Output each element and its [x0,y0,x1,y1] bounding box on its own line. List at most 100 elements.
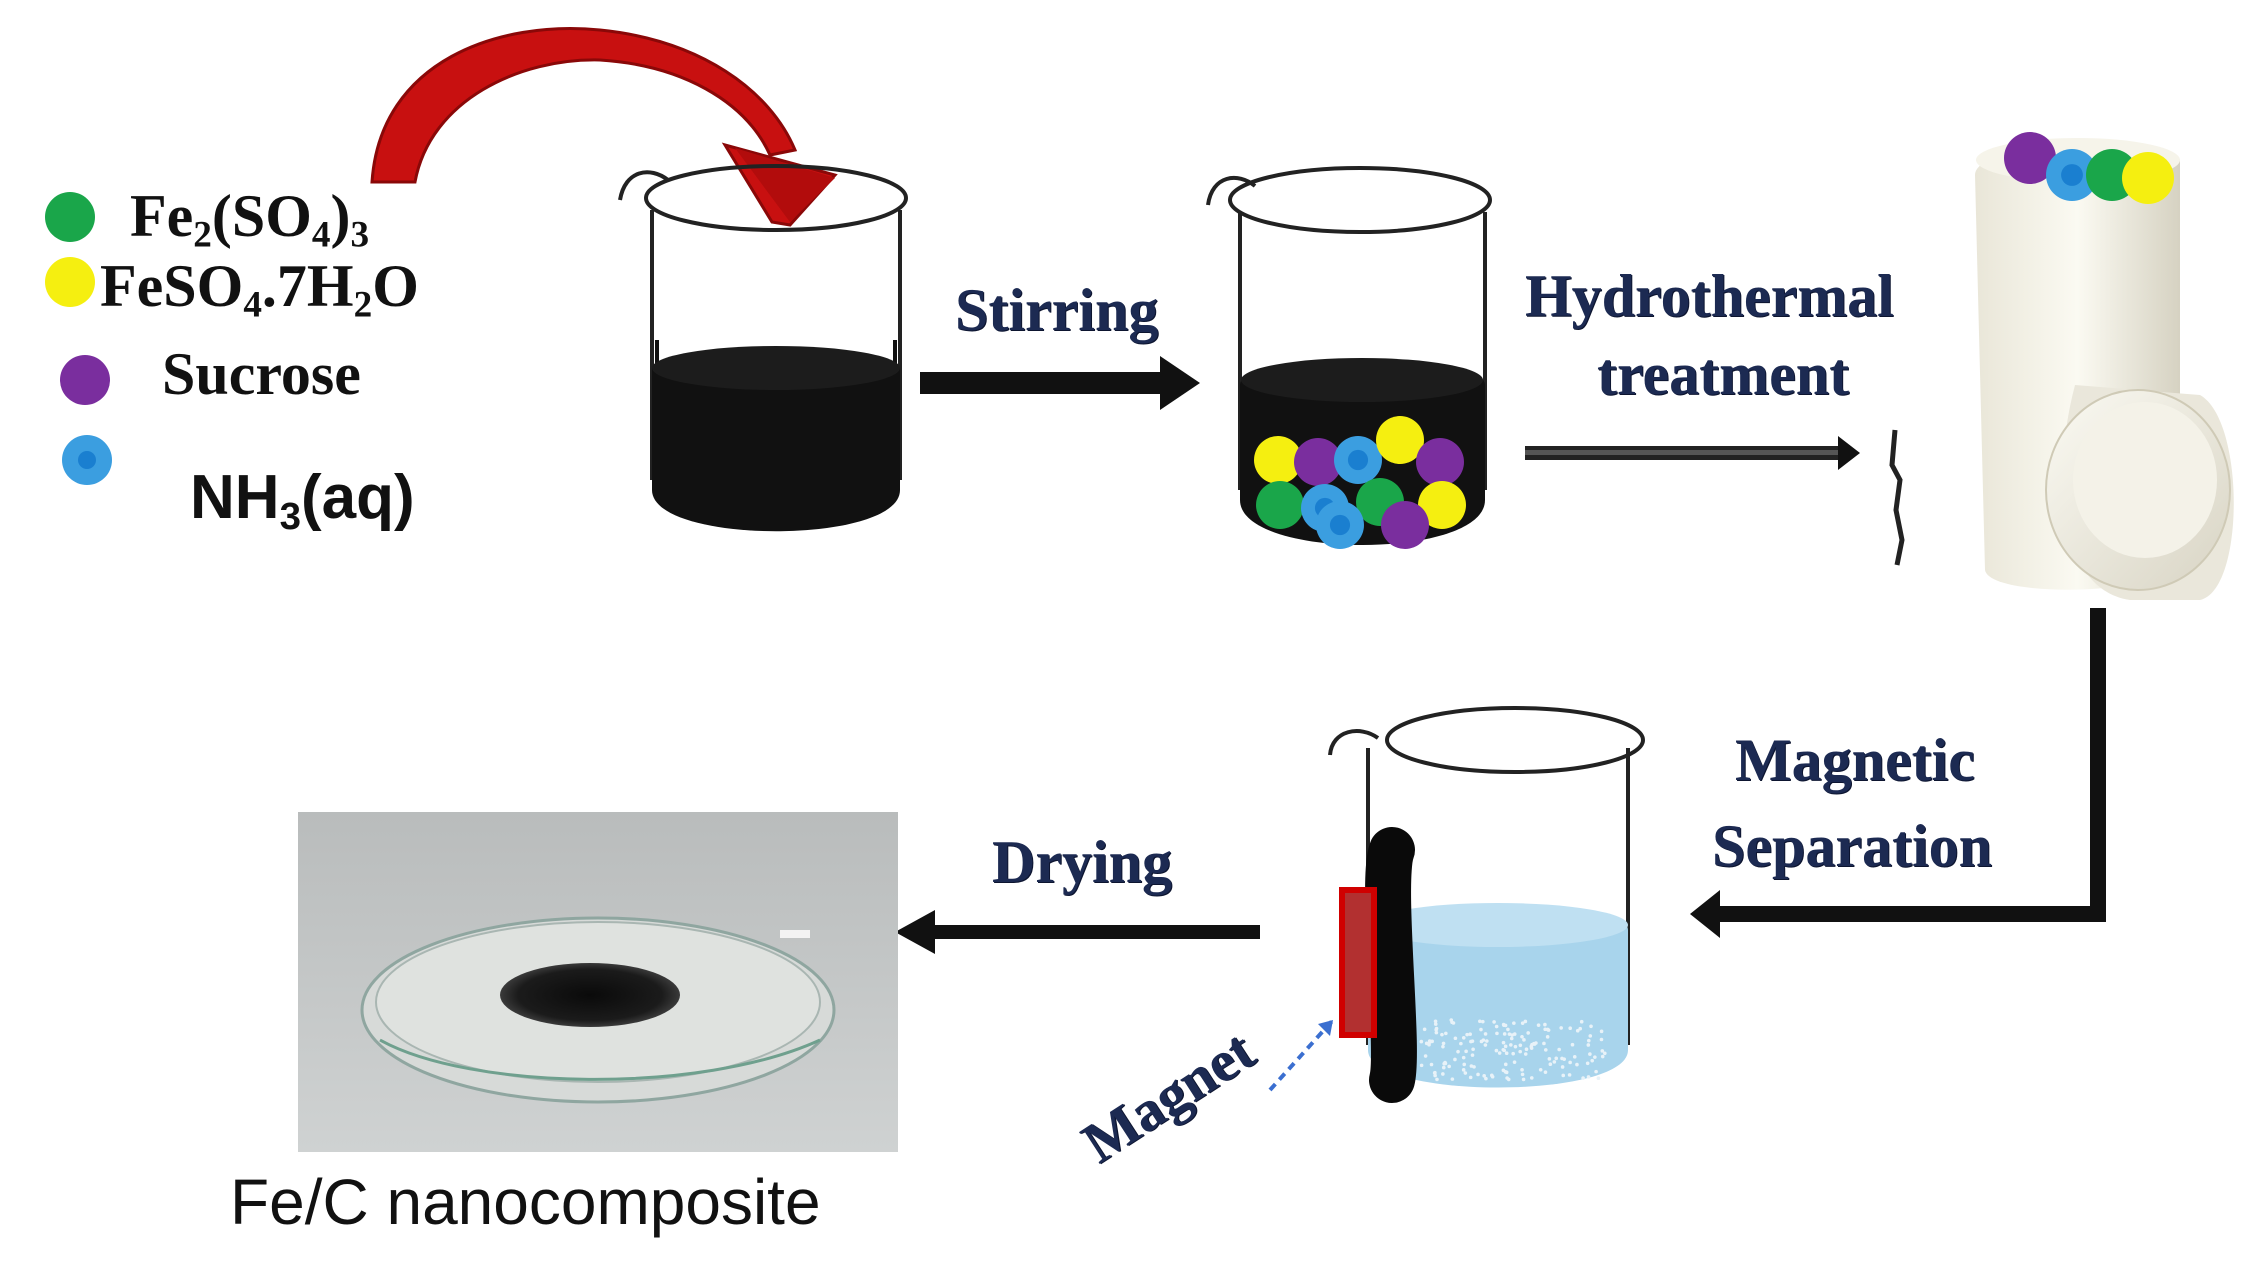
step-label-separation: Separation [1712,813,1993,879]
sediment-speck [1465,1032,1469,1037]
sediment-speck [1510,1033,1514,1037]
sediment-speck [1495,1031,1499,1036]
sediment-speck [1485,1039,1489,1043]
sediment-speck [1447,1064,1451,1069]
sediment-speck [1518,1043,1523,1048]
sediment-speck [1433,1019,1438,1024]
sediment-speck [1586,1075,1591,1079]
sediment-speck [1523,1019,1528,1024]
sediment-speck [1503,1062,1508,1067]
curved-red-arrow-icon [370,27,838,227]
sediment-speck [1419,1063,1424,1068]
sediment-speck [1560,1056,1564,1061]
sediment-speck [1478,1019,1482,1024]
sediment-speck [1453,1036,1458,1041]
sediment-speck [1422,1027,1427,1032]
particle-feso4 [1254,436,1302,484]
sediment-speck [1567,1073,1572,1077]
sediment-speck [1503,1070,1508,1074]
particle-sucrose [1416,438,1464,486]
sediment-speck [1481,1019,1485,1024]
sediment-speck [1585,1061,1590,1066]
step-label-magnetic: Magnetic [1735,727,1975,793]
sediment-speck [1427,1039,1432,1043]
legend-label-feso4: FeSO4.7H2O [100,253,419,326]
sediment-speck [1593,1055,1597,1059]
sediment-speck [1501,1040,1506,1045]
sediment-speck [1434,1030,1439,1035]
sediment-speck [1568,1026,1573,1030]
sediment-speck [1492,1020,1496,1024]
sediment-speck [1483,1032,1488,1036]
sediment-speck [1552,1060,1557,1064]
sediment-speck [1440,1032,1444,1037]
particle-feso4 [2122,152,2174,204]
sediment-speck [1596,1076,1601,1080]
sediment-speck [1494,1024,1499,1029]
sediment-speck [1594,1069,1598,1074]
sediment-speck [1512,1060,1517,1064]
legend-dot-nh3 [62,435,112,485]
sediment-speck [1476,1072,1480,1077]
beaker-3-icon [1268,706,1645,1103]
sediment-speck [1520,1034,1524,1039]
sediment-speck [1579,1019,1584,1024]
sediment-speck [1575,1062,1579,1067]
sediment-speck [1526,1031,1530,1035]
sediment-speck [1538,1067,1543,1072]
sediment-speck [1483,1043,1488,1047]
sediment-speck [1509,1036,1514,1041]
sediment-speck [1504,1051,1509,1056]
sediment-speck [1469,1064,1474,1068]
legend-label-fe2so43: Fe2(SO4)3 [130,183,370,256]
sediment-speck [1561,1073,1566,1078]
sediment-speck [1482,1074,1486,1078]
sediment-speck [1435,1077,1439,1082]
sediment-speck [1575,1028,1580,1033]
sediment-speck [1557,1047,1561,1052]
step-label-stirring: Stirring [955,277,1159,343]
sediment-speck [1586,1038,1591,1043]
sediment-speck [1554,1056,1559,1061]
sediment-speck [1529,1076,1534,1080]
sediment-speck [1501,1047,1506,1052]
sediment-speck [1441,1044,1445,1049]
sediment-speck [1543,1022,1547,1027]
legend-label-sucrose: Sucrose [162,341,361,407]
sediment-speck [1471,1047,1475,1052]
sediment-speck [1570,1042,1575,1047]
legend-label-nh3: NH3(aq) [190,463,415,538]
sediment-speck [1484,1076,1488,1081]
sediment-speck [1534,1041,1538,1045]
sediment-speck [1502,1023,1506,1027]
sediment-speck [1543,1070,1548,1074]
sediment-speck [1441,1072,1445,1076]
step-label-drying: Drying [992,829,1172,895]
sediment-speck [1524,1047,1529,1052]
sediment-speck [1536,1023,1541,1027]
sediment-speck [1546,1028,1551,1032]
sediment-speck [1599,1029,1604,1034]
sediment-speck [1586,1043,1591,1047]
sediment-speck [1433,1073,1437,1078]
sediment-speck [1419,1039,1424,1044]
particle-nh3 [1316,501,1364,549]
particle-sucrose [1294,438,1342,486]
sediment-speck [1468,1075,1473,1080]
hydrothermal-arrow-icon [1525,429,1905,566]
sediment-speck [1509,1043,1513,1047]
sediment-speck [1464,1049,1468,1054]
sediment-speck [1503,1044,1508,1049]
stirring-arrow-icon [920,356,1200,410]
sediment-speck [1456,1049,1460,1054]
sediment-speck [1603,1051,1607,1056]
petri-dish-photo [298,812,898,1152]
legend-dot-fe2so43 [45,192,95,242]
magnetic-separation-arrow-icon [1690,608,2106,938]
sediment-speck [1511,1051,1515,1056]
product-label: Fe/C nanocomposite [230,1166,821,1238]
sediment-speck [1449,1018,1454,1022]
legend-dot-feso4 [45,257,95,307]
sediment-speck [1429,1062,1434,1067]
